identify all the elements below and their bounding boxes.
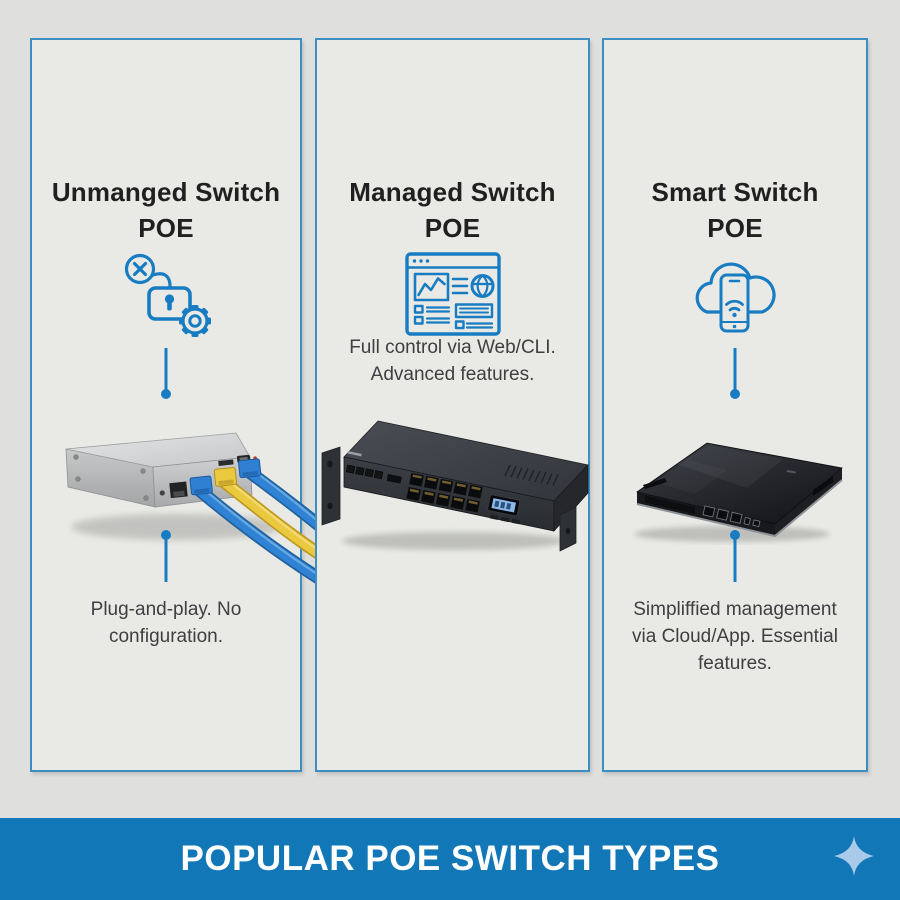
panel-unmanaged-switch: Unmanged Switch POE (30, 38, 333, 772)
connector-line (733, 348, 737, 390)
connector-line (164, 539, 168, 582)
smart-title: Smart Switch POE (604, 174, 866, 246)
connector-line (733, 539, 737, 582)
silver-trim (636, 479, 843, 538)
footer-banner: POPULAR POE SWITCH TYPES (0, 818, 900, 900)
front-ports (702, 505, 761, 528)
unmanaged-description: Plug-and-play. No configuration. (90, 599, 242, 647)
case-screws (73, 454, 149, 501)
panel-managed-switch: Managed Switch POE (315, 38, 590, 772)
managed-icon-wrap (317, 250, 588, 338)
connector-dot (730, 389, 740, 399)
unmanaged-title-line1: Unmanged Switch (51, 176, 281, 207)
unmanaged-icon-wrap (32, 250, 300, 342)
smart-description: Simpliffied management via Cloud/App. Es… (632, 599, 838, 674)
smart-icon-wrap (604, 250, 866, 338)
managed-switch-image (314, 407, 594, 560)
switch-front-ports (159, 454, 257, 499)
brand-mark (347, 451, 362, 457)
smartphone-icon (719, 273, 750, 333)
connector-line (164, 348, 168, 390)
side-vent (643, 478, 667, 489)
unmanaged-switch-image (26, 427, 333, 607)
cloud-smartphone-icon (695, 262, 776, 333)
lcd-display (487, 494, 521, 517)
panel-smart-switch: Smart Switch POE (602, 38, 868, 772)
rack-ear-left (321, 446, 341, 526)
managed-title-line2: POE (424, 212, 481, 243)
connector-dot (161, 389, 171, 399)
wifi-icon (725, 299, 744, 312)
poe-mark (786, 470, 796, 474)
side-vent (813, 476, 833, 496)
gear-icon (179, 305, 211, 337)
unmanaged-title-line2: POE (138, 212, 194, 243)
managed-title: Managed Switch POE (317, 174, 588, 246)
managed-title-line1: Managed Switch (349, 176, 556, 207)
connector-dot (161, 530, 171, 540)
unmanaged-title: Unmanged Switch POE (32, 174, 300, 246)
vent-slots (504, 464, 559, 486)
smart-title-line2: POE (707, 212, 763, 243)
rj45-ports (405, 472, 484, 514)
managed-description: Full control via Web/CLI. Advanced featu… (349, 337, 556, 385)
cloud-icon (695, 262, 776, 314)
sparkle-icon (834, 836, 874, 876)
padlock-x-gear-icon (124, 253, 211, 337)
switch-faceplate (345, 464, 521, 525)
cable-plugs (189, 458, 262, 496)
smart-title-line1: Smart Switch (651, 176, 819, 207)
web-dashboard-icon (404, 252, 501, 336)
banner-title: POPULAR POE SWITCH TYPES (180, 839, 720, 878)
panel-buttons (489, 514, 521, 525)
connector-dot (730, 530, 740, 540)
